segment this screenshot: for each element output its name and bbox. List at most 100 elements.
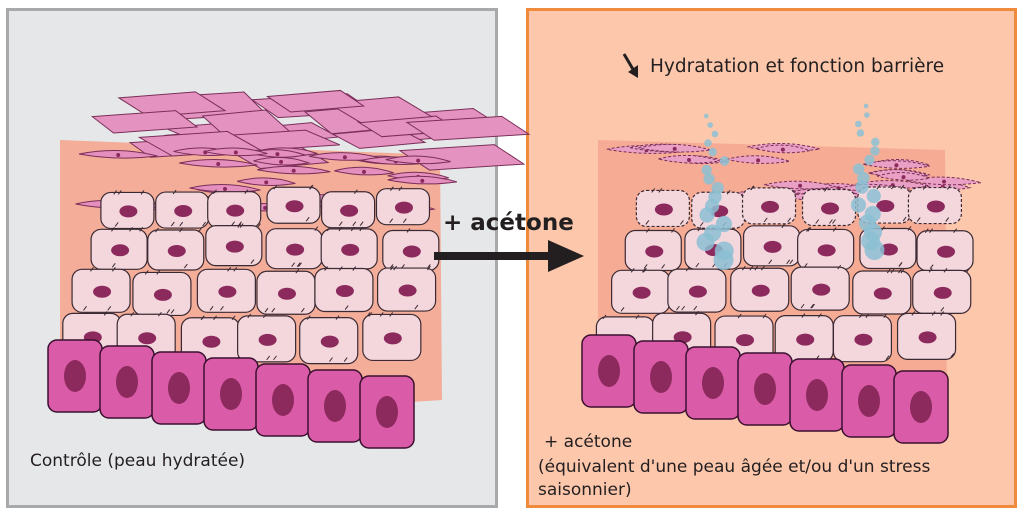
desmosome-spine bbox=[300, 307, 305, 313]
desmosome-spine bbox=[202, 221, 206, 227]
desmosome-spine bbox=[946, 185, 951, 190]
desmosome-spine bbox=[393, 265, 398, 271]
nucleus-dot bbox=[222, 187, 227, 192]
desmosome-spine bbox=[630, 267, 635, 273]
nucleus-dot bbox=[894, 163, 899, 168]
cell-nucleus bbox=[320, 335, 339, 348]
treated-caption-detail: (équivalent d'une peau âgée et/ou d'un s… bbox=[538, 457, 931, 500]
desmosome-spine bbox=[271, 307, 276, 313]
cell-nucleus bbox=[202, 335, 221, 348]
desmosome-spine bbox=[273, 184, 278, 190]
desmosome-spine bbox=[298, 262, 302, 267]
desmosome-spine bbox=[602, 314, 607, 320]
desmosome-spine bbox=[815, 219, 820, 224]
desmosome-spine bbox=[183, 263, 188, 269]
desmosome-spine bbox=[675, 305, 680, 311]
desmosome-spine bbox=[695, 262, 700, 268]
desmosome-spine bbox=[929, 264, 934, 270]
desmosome-spine bbox=[359, 226, 364, 232]
desmosome-spine bbox=[645, 220, 650, 225]
nucleus-dot bbox=[116, 153, 121, 158]
desmosome-spine bbox=[414, 304, 419, 310]
desmosome-spine bbox=[338, 226, 343, 232]
desmosome-spine bbox=[247, 313, 252, 319]
desmosome-spine bbox=[741, 265, 746, 271]
desmosome-spine bbox=[786, 259, 791, 265]
nucleus-dot bbox=[420, 178, 425, 183]
desmosome-spine bbox=[697, 226, 702, 232]
desmosome-spine bbox=[305, 216, 310, 222]
nucleus-dot bbox=[233, 150, 238, 155]
desmosome-spine bbox=[237, 223, 242, 228]
cell-nucleus bbox=[167, 245, 186, 258]
desmosome-spine bbox=[916, 217, 921, 222]
desmosome-spine bbox=[209, 305, 214, 311]
cell-nucleus bbox=[258, 333, 277, 346]
desmosome-spine bbox=[83, 306, 87, 311]
cell-nucleus bbox=[153, 288, 172, 301]
desmosome-spine bbox=[344, 305, 349, 310]
desmosome-spine bbox=[953, 228, 958, 234]
desmosome-spine bbox=[139, 227, 144, 232]
corneocyte-flake bbox=[405, 115, 531, 141]
desmosome-spine bbox=[352, 266, 357, 271]
cell-nucleus bbox=[918, 331, 937, 344]
desmosome-spine bbox=[800, 303, 805, 309]
desmosome-spine bbox=[170, 221, 175, 227]
desmosome-spine bbox=[787, 217, 792, 223]
water-loss-droplets bbox=[696, 103, 885, 270]
cell-nucleus bbox=[926, 200, 945, 213]
cell-nucleus bbox=[111, 244, 130, 257]
desmosome-spine bbox=[213, 189, 217, 194]
desmosome-spine bbox=[250, 259, 255, 264]
desmosome-spine bbox=[679, 220, 684, 225]
water-droplet bbox=[707, 122, 713, 128]
desmosome-spine bbox=[197, 227, 202, 233]
desmosome-spine bbox=[398, 186, 403, 191]
desmosome-spine bbox=[326, 226, 331, 232]
desmosome-spine bbox=[781, 223, 786, 229]
desmosome-spine bbox=[156, 270, 161, 275]
nucleus-dot bbox=[780, 147, 785, 152]
cell-nucleus bbox=[93, 285, 112, 298]
desmosome-spine bbox=[651, 188, 656, 193]
desmosome-spine bbox=[762, 313, 767, 319]
desmosome-spine bbox=[90, 267, 94, 272]
water-droplet bbox=[857, 171, 870, 185]
nucleus-dot bbox=[264, 180, 269, 185]
water-droplet bbox=[704, 139, 712, 147]
cell-nucleus bbox=[138, 332, 157, 345]
desmosome-spine bbox=[832, 219, 836, 224]
desmosome-spine bbox=[643, 267, 647, 273]
cell-nucleus bbox=[398, 284, 417, 297]
cell-nucleus bbox=[340, 204, 359, 217]
basal-cell-layer bbox=[581, 334, 949, 444]
desmosome-spine bbox=[129, 227, 133, 232]
desmosome-spine bbox=[111, 267, 116, 272]
water-droplet bbox=[708, 147, 717, 157]
cell-nucleus bbox=[879, 243, 898, 256]
water-droplet bbox=[866, 188, 881, 204]
desmosome-spine bbox=[200, 315, 205, 321]
cell-nucleus bbox=[174, 205, 193, 218]
arrow-label: + acétone bbox=[443, 210, 574, 236]
desmosome-spine bbox=[898, 268, 902, 274]
cell-nucleus bbox=[876, 200, 895, 213]
basal-nucleus bbox=[910, 391, 932, 423]
basal-nucleus bbox=[650, 361, 672, 393]
desmosome-spine bbox=[635, 314, 640, 320]
cell-nucleus bbox=[763, 240, 782, 253]
water-droplet bbox=[864, 154, 875, 166]
cell-nucleus bbox=[796, 333, 815, 346]
corneocyte-flake bbox=[117, 91, 227, 118]
desmosome-spine bbox=[117, 190, 122, 195]
desmosome-spine bbox=[658, 188, 663, 193]
desmosome-spine bbox=[859, 313, 863, 318]
desmosome-spine bbox=[233, 266, 238, 272]
cell-nucleus bbox=[632, 286, 651, 299]
cell-nucleus bbox=[285, 200, 304, 213]
desmosome-spine bbox=[661, 264, 666, 269]
desmosome-spine bbox=[681, 305, 686, 311]
desmosome-spine bbox=[353, 189, 358, 195]
